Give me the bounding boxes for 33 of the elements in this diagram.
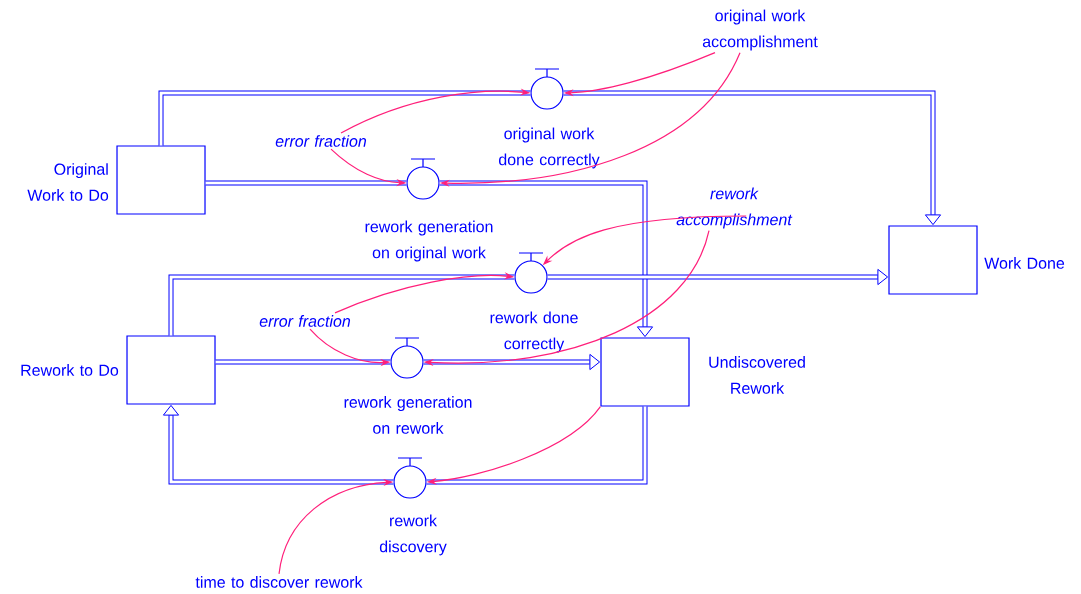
node-label: rework discovery — [379, 514, 447, 556]
valve: rework generation on original work — [365, 158, 493, 262]
flow-pipe — [423, 353, 601, 371]
node-label: Rework to Do — [21, 364, 119, 376]
flow-pipe — [426, 406, 648, 485]
flow-pipe — [205, 180, 407, 186]
flow-pipe — [439, 180, 654, 338]
stock-box: Work Done — [888, 225, 1065, 295]
flow-pipe — [563, 90, 942, 226]
node-label: rework generation on rework — [344, 396, 472, 434]
valve: rework discovery — [379, 457, 447, 556]
valve: rework done correctly — [490, 252, 578, 353]
variable-label: error fraction — [259, 315, 351, 327]
valve: original work done correctly — [499, 68, 600, 169]
variable-label: rework accomplishment — [676, 187, 793, 229]
node-label: original work done correctly — [498, 127, 600, 169]
node-label: Work Done — [984, 257, 1065, 269]
stock-box: Undiscovered Rework — [600, 337, 805, 407]
variable-label: time to discover rework — [195, 576, 363, 588]
node-label: rework generation on original work — [365, 220, 493, 262]
flow-pipe — [162, 404, 394, 485]
variable-label: original work accomplishment — [702, 9, 818, 51]
node-label: Original Work to Do — [27, 163, 109, 201]
flow-pipe — [158, 90, 531, 146]
valve: rework generation on rework — [344, 337, 472, 434]
variable-label: error fraction — [275, 135, 367, 147]
node-label: Undiscovered Rework — [709, 356, 805, 394]
flow-pipe — [547, 268, 889, 286]
node-label: rework done correctly — [490, 311, 578, 353]
flow-pipe — [168, 274, 515, 336]
flow-pipe — [215, 359, 391, 365]
stock-box: Rework to Do — [21, 335, 216, 405]
stock-box: Original Work to Do — [27, 145, 206, 215]
